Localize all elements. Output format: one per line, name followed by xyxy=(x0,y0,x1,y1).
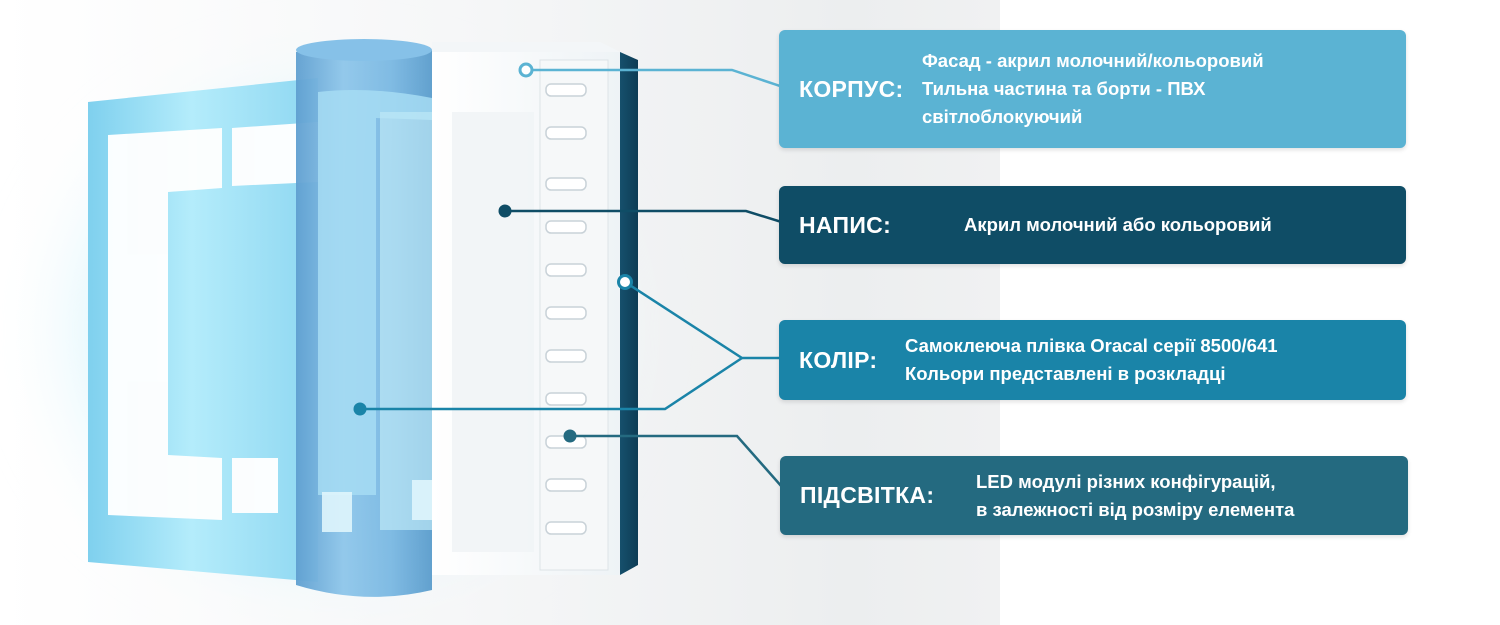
callout-korpus-label: КОРПУС: xyxy=(799,75,904,102)
callout-pidsvitka-line: в залежності від розміру елемента xyxy=(976,498,1295,520)
connector-dot-korpus xyxy=(518,62,534,78)
connector-napys xyxy=(505,209,789,226)
callout-pidsvitka: ПІДСВІТКА: LED модулі різних конфігураці… xyxy=(780,456,1408,535)
connector-dot-kolir-upper xyxy=(617,274,633,290)
callout-korpus-description: Фасад - акрил молочний/кольоровий Тильна… xyxy=(922,47,1406,131)
callout-kolir-line: Самоклеюча плівка Oracal серії 8500/641 xyxy=(905,335,1278,356)
box-side-wall xyxy=(620,52,638,575)
film-dot-cutout xyxy=(322,492,352,532)
connector-dot-napys xyxy=(498,204,512,218)
callout-napys-line: Акрил молочний або кольоровий xyxy=(964,214,1272,235)
letter-dot xyxy=(232,458,278,513)
callout-napys-description: Акрил молочний або кольоровий xyxy=(964,211,1406,239)
connector-lines xyxy=(360,68,793,497)
callout-korpus-line: світлоблокуючий xyxy=(922,106,1083,127)
film-small-cutout xyxy=(412,480,432,520)
box-inner-top xyxy=(432,42,620,52)
callout-korpus-line: Фасад - акрил молочний/кольоровий xyxy=(922,50,1264,71)
led-module xyxy=(545,521,587,535)
connector-dot-pidsvitka xyxy=(563,429,577,443)
led-module xyxy=(545,220,587,234)
led-module xyxy=(545,306,587,320)
connector-kolir-lower xyxy=(360,356,743,411)
callout-kolir-label: КОЛІР: xyxy=(799,346,878,373)
callout-kolir-line: Кольори представлені в розкладці xyxy=(905,363,1226,384)
led-modules xyxy=(545,83,587,535)
connector-korpus xyxy=(526,68,793,92)
led-module xyxy=(545,478,587,492)
led-module xyxy=(545,177,587,191)
led-module xyxy=(545,263,587,277)
letter-c xyxy=(108,128,222,520)
film-window xyxy=(318,90,432,495)
connector-dot-kolir-lower xyxy=(353,402,367,416)
led-module xyxy=(545,392,587,406)
callout-pidsvitka-line: LED модулі різних конфігурацій, xyxy=(976,470,1276,492)
film-letter-cutout xyxy=(380,112,432,530)
callout-kolir-description: Самоклеюча плівка Oracal серії 8500/641 … xyxy=(905,332,1406,388)
film-roll-top xyxy=(296,39,432,61)
led-module xyxy=(545,349,587,363)
callout-kolir: КОЛІР: Самоклеюча плівка Oracal серії 85… xyxy=(779,320,1406,400)
led-module xyxy=(545,83,587,97)
callout-napys-label: НАПИС: xyxy=(799,211,892,238)
inner-panel xyxy=(452,112,534,552)
led-module xyxy=(545,126,587,140)
connector-pidsvitka xyxy=(570,434,791,497)
callout-korpus: КОРПУС: Фасад - акрил молочний/кольорови… xyxy=(779,30,1406,148)
callout-napys: НАПИС: Акрил молочний або кольоровий xyxy=(779,186,1406,264)
callout-pidsvitka-label: ПІДСВІТКА: xyxy=(800,482,935,508)
callout-korpus-line: Тильна частина та борти - ПВХ xyxy=(922,78,1206,99)
callout-pidsvitka-description: LED модулі різних конфігурацій, в залежн… xyxy=(976,468,1408,524)
